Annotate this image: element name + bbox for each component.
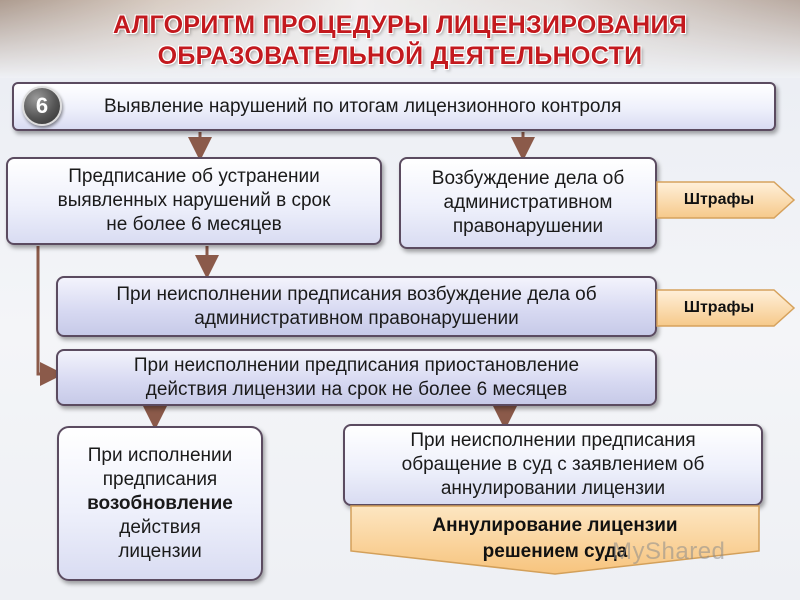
case-line-3: правонарушении	[453, 215, 603, 239]
fines-tag-2: Штрафы	[656, 289, 796, 327]
court-appeal-line-1: При неисполнении предписания	[410, 429, 695, 453]
annulment-line-2: решением суда	[483, 541, 628, 562]
renewal-line-3: возобновление	[87, 492, 233, 516]
suspension-line-2: действия лицензии на срок не более 6 мес…	[146, 378, 567, 402]
renewal-line-5: лицензии	[118, 540, 201, 564]
arrow-prescription-to-suspension	[38, 246, 52, 374]
suspension-box: При неисполнении предписания приостановл…	[56, 349, 657, 406]
renewal-line-1: При исполнении	[88, 444, 233, 468]
prescription-line-1: Предписание об устранении	[68, 165, 320, 189]
prescription-line-2: выявленных нарушений в срок	[58, 189, 331, 213]
fines-tag-1: Штрафы	[656, 181, 796, 219]
prescription-box: Предписание об устранении выявленных нар…	[6, 157, 382, 245]
step-number-badge: 6	[22, 86, 62, 126]
court-appeal-line-3: аннулировании лицензии	[441, 477, 665, 501]
annulment-line-1: Аннулирование лицензии	[432, 515, 677, 536]
fines-tag-2-label: Штрафы	[684, 299, 768, 317]
court-appeal-box: При неисполнении предписания обращение в…	[343, 424, 763, 506]
step-label: Выявление нарушений по итогам лицензионн…	[104, 95, 621, 119]
fines-tag-1-label: Штрафы	[684, 191, 768, 209]
case-line-2: административном	[444, 191, 613, 215]
renewal-line-2: предписания	[103, 468, 217, 492]
noncompliance-case-box: При неисполнении предписания возбуждение…	[56, 276, 657, 337]
prescription-line-3: не более 6 месяцев	[106, 213, 281, 237]
step-number: 6	[36, 93, 48, 119]
noncompliance-case-line-1: При неисполнении предписания возбуждение…	[116, 283, 596, 307]
watermark: MyShared	[612, 538, 725, 566]
renewal-box: При исполнении предписания возобновление…	[57, 426, 263, 581]
step-box: Выявление нарушений по итогам лицензионн…	[12, 82, 776, 131]
suspension-line-1: При неисполнении предписания приостановл…	[134, 354, 579, 378]
case-line-1: Возбуждение дела об	[432, 167, 624, 191]
court-appeal-line-2: обращение в суд с заявлением об	[402, 453, 705, 477]
renewal-line-4: действия	[119, 516, 200, 540]
noncompliance-case-line-2: административном правонарушении	[194, 307, 518, 331]
case-box: Возбуждение дела об административном пра…	[399, 157, 657, 249]
